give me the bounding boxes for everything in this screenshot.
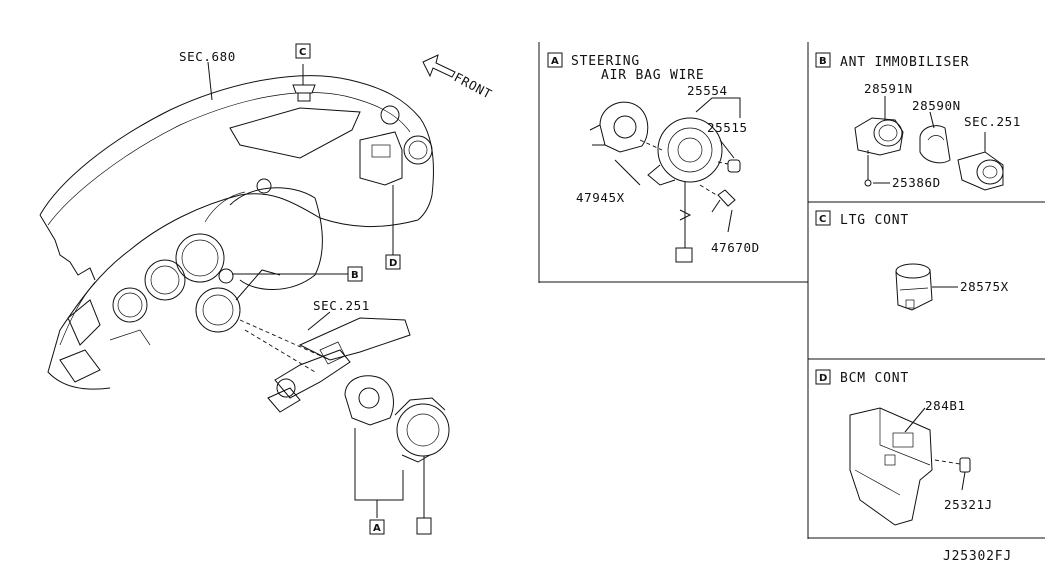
part-28575x: 28575X bbox=[960, 279, 1009, 294]
panel-c: C LTG CONT 28575X bbox=[815, 210, 1009, 311]
panel-b-letter-box bbox=[815, 52, 831, 68]
part-47945x: 47945X bbox=[576, 190, 625, 205]
callout-c: C bbox=[295, 43, 311, 59]
part-25554: 25554 bbox=[687, 83, 728, 98]
svg-text:D: D bbox=[389, 258, 397, 269]
panel-a-title-1: STEERING bbox=[571, 54, 640, 69]
light-sensor-drawing bbox=[292, 64, 316, 102]
callout-d: D bbox=[385, 254, 401, 270]
svg-text:B: B bbox=[351, 270, 359, 281]
sec251-label: SEC.251 bbox=[313, 298, 370, 313]
panel-b-letter: B bbox=[819, 56, 827, 67]
combination-switch-drawing bbox=[267, 317, 411, 413]
front-arrow bbox=[422, 54, 456, 78]
panel-d-letter-box bbox=[815, 369, 831, 385]
part-25321j: 25321J bbox=[944, 497, 993, 512]
callout-b: B bbox=[347, 266, 363, 282]
part-47670d: 47670D bbox=[711, 240, 760, 255]
part-28591n: 28591N bbox=[864, 81, 913, 96]
part-25515: 25515 bbox=[707, 120, 748, 135]
part-28590n: 28590N bbox=[912, 98, 961, 113]
svg-text:A: A bbox=[373, 523, 381, 534]
front-label: FRONT bbox=[452, 69, 495, 101]
callout-a: A bbox=[369, 519, 385, 535]
panel-a-title-2: AIR BAG WIRE bbox=[601, 68, 705, 83]
panel-d-letter: D bbox=[819, 373, 827, 384]
dashboard-drawing bbox=[39, 75, 434, 390]
panel-c-letter-box bbox=[815, 210, 831, 226]
panel-b: B ANT IMMOBILISER 28591N 28590N SEC.251 … bbox=[815, 52, 1021, 191]
leader-sec251 bbox=[307, 311, 331, 331]
panel-frames bbox=[538, 42, 1045, 539]
part-sec251: SEC.251 bbox=[964, 114, 1021, 129]
panel-d-title: BCM CONT bbox=[840, 371, 909, 386]
drawing-id: J25302FJ bbox=[943, 549, 1012, 564]
svg-text:C: C bbox=[299, 47, 306, 58]
panel-a-letter-box bbox=[547, 52, 563, 68]
bcm-drawing-main bbox=[359, 131, 403, 255]
leader-sec680 bbox=[207, 61, 213, 101]
panel-a: A STEERING AIR BAG WIRE 25554 25515 4794… bbox=[547, 52, 760, 263]
sec680-label: SEC.680 bbox=[179, 49, 236, 64]
panel-c-title: LTG CONT bbox=[840, 213, 909, 228]
panel-a-letter: A bbox=[551, 56, 559, 67]
part-25386d: 25386D bbox=[892, 175, 941, 190]
panel-d: D BCM CONT 284B1 25321J bbox=[815, 369, 993, 526]
panel-b-title: ANT IMMOBILISER bbox=[840, 55, 969, 70]
part-284b1: 284B1 bbox=[925, 398, 966, 413]
spiral-cable-drawing-main bbox=[344, 375, 450, 535]
panel-c-letter: C bbox=[819, 214, 826, 225]
